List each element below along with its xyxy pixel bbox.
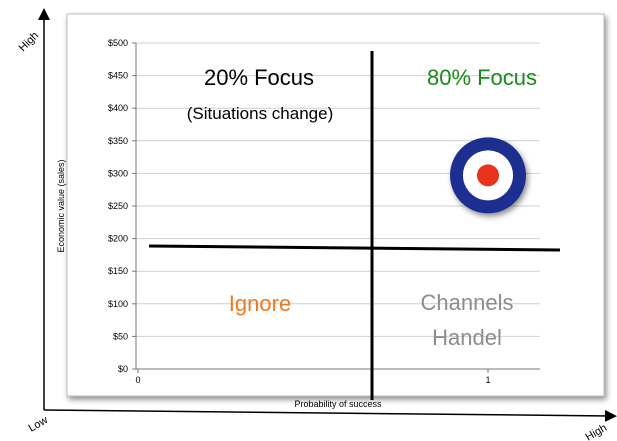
- y-tick-label: $0: [118, 364, 128, 374]
- quadrant-top-left-title: 20% Focus: [204, 65, 314, 90]
- y-tick-label: $200: [108, 234, 128, 244]
- y-tick-label: $500: [108, 38, 128, 48]
- y-tick-label: $150: [108, 266, 128, 276]
- quadrant-top-left-subtitle: (Situations change): [187, 104, 333, 123]
- outer-low-label: Low: [27, 414, 51, 435]
- y-tick-label: $100: [108, 299, 128, 309]
- y-tick-label: $450: [108, 71, 128, 81]
- y-tick-labels: $0 $50 $100 $150 $200 $250 $300 $350 $400 $450 $50…: [108, 38, 136, 374]
- x-axis-label: Probability of success: [294, 399, 382, 409]
- horizontal-divider: [148, 244, 561, 252]
- plot-frame: [66, 13, 605, 397]
- target-center: [477, 164, 499, 187]
- target-icon: [450, 137, 526, 214]
- y-tick-label: $50: [113, 331, 128, 341]
- y-axis-label: Economic value (sales): [56, 159, 66, 252]
- x-tick-label: 0: [135, 375, 140, 385]
- y-tick-label: $350: [108, 136, 128, 146]
- y-tick-label: $250: [108, 201, 128, 211]
- quadrant-top-right-label: 80% Focus: [427, 65, 537, 90]
- outer-x-axis: [43, 409, 617, 422]
- quadrant-bottom-left-label: Ignore: [229, 291, 291, 316]
- quadrant-bottom-right-line2: Handel: [432, 325, 502, 350]
- quadrant-bottom-right-line1: Channels: [421, 290, 514, 315]
- outer-x-high-label: High: [584, 422, 610, 441]
- x-tick-label: 1: [485, 375, 490, 385]
- y-tick-label: $300: [108, 168, 128, 178]
- outer-y-high-label: High: [17, 30, 41, 54]
- y-tick-label: $400: [108, 103, 128, 113]
